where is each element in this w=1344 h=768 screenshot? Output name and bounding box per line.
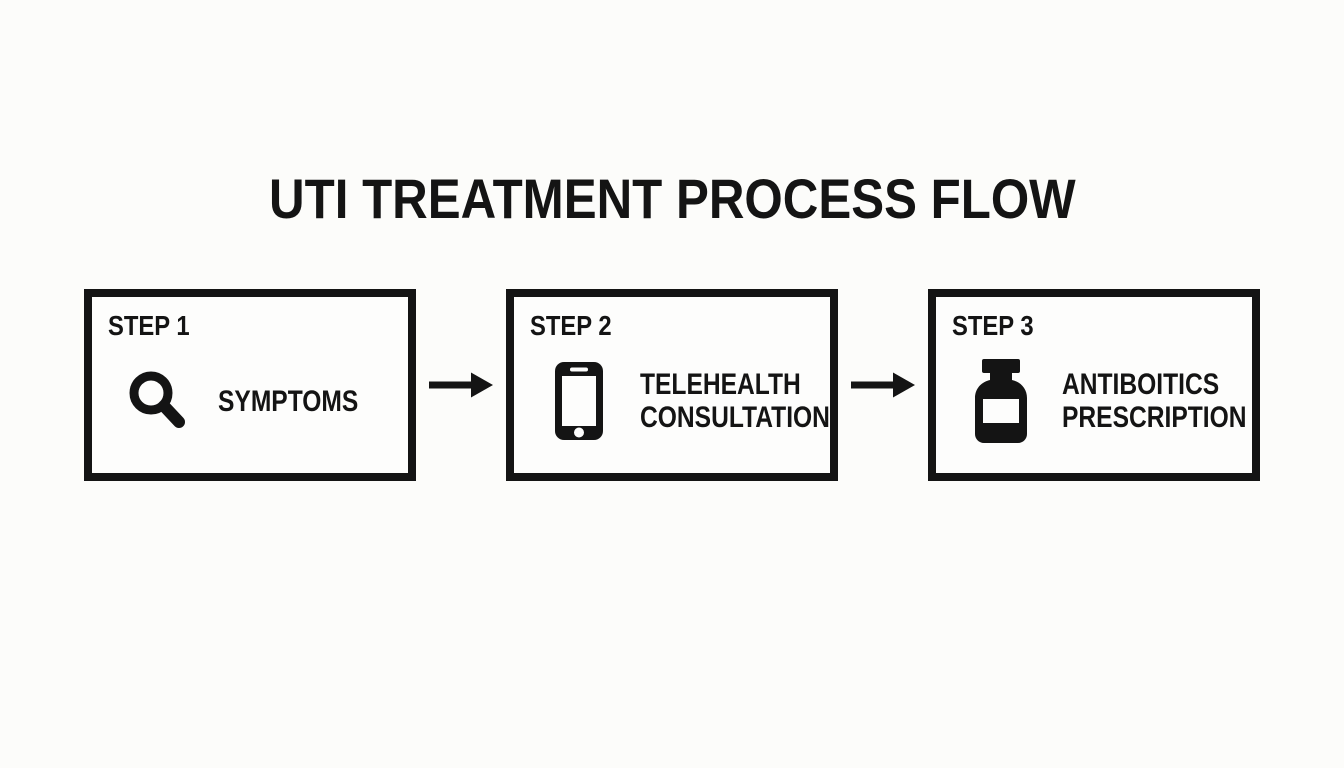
- step-label: STEP 1: [108, 310, 392, 342]
- step-text: TELEHEALTH CONSULTATION: [640, 368, 855, 435]
- pill-bottle-icon: [968, 359, 1034, 444]
- step-content: SYMPTOMS: [108, 342, 392, 461]
- step-box-telehealth: STEP 2 TELEHEALTH CONSULTATION: [506, 289, 838, 481]
- step-text: ANTIBOITICS PRESCRIPTION: [1062, 368, 1277, 435]
- step-content: TELEHEALTH CONSULTATION: [530, 342, 830, 461]
- arrow-right-icon: [838, 289, 928, 481]
- step-text-value: SYMPTOMS: [218, 384, 359, 418]
- step-text-value: ANTIBOITICS PRESCRIPTION: [1062, 367, 1247, 435]
- step-content: ANTIBOITICS PRESCRIPTION: [952, 342, 1247, 461]
- step-label-text: STEP 2: [530, 310, 612, 341]
- step-box-symptoms: STEP 1 SYMPTOMS: [84, 289, 416, 481]
- step-text: SYMPTOMS: [218, 385, 433, 419]
- process-flow: STEP 1 SYMPTOMS STEP 2: [0, 289, 1344, 481]
- step-text-value: TELEHEALTH CONSULTATION: [640, 367, 830, 435]
- smartphone-icon: [546, 360, 612, 442]
- page-title-text: UTI TREATMENT PROCESS FLOW: [268, 167, 1076, 230]
- magnifier-icon: [124, 360, 190, 442]
- step-label: STEP 2: [530, 310, 814, 342]
- page-title: UTI TREATMENT PROCESS FLOW: [0, 0, 1344, 231]
- step-label-text: STEP 3: [952, 310, 1034, 341]
- step-label: STEP 3: [952, 310, 1236, 342]
- arrow-right-icon: [416, 289, 506, 481]
- step-label-text: STEP 1: [108, 310, 190, 341]
- step-box-prescription: STEP 3 ANTIBOITICS PRESCRIPTION: [928, 289, 1260, 481]
